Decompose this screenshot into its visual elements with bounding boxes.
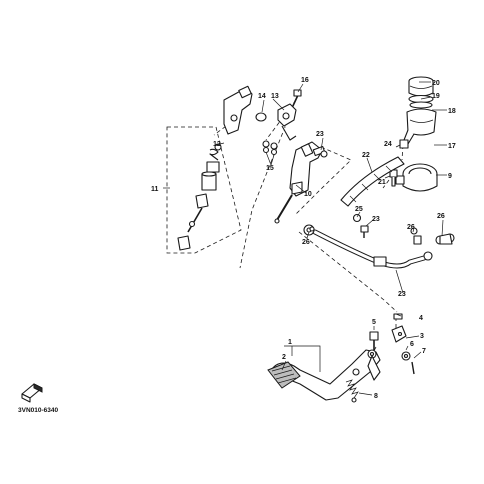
return-spring-8 xyxy=(345,368,360,403)
callout-15: 15 xyxy=(266,165,274,172)
reservoir-holder xyxy=(395,163,438,192)
upper-cylinder-body xyxy=(223,85,253,135)
bolt-25 xyxy=(360,225,369,238)
callout-26b: 26 xyxy=(302,239,310,246)
callout-8: 8 xyxy=(374,393,378,400)
callout-9: 9 xyxy=(448,173,452,180)
washer-6 xyxy=(401,351,411,361)
callout-3: 3 xyxy=(420,333,424,340)
callout-12: 12 xyxy=(213,141,221,148)
washers-26 xyxy=(309,213,418,235)
callout-16: 16 xyxy=(301,77,309,84)
cylinder-bracket-13 xyxy=(277,103,297,141)
pedal-rubber-2 xyxy=(267,361,301,389)
callout-20: 20 xyxy=(432,80,440,87)
group-box-11 xyxy=(166,126,242,254)
banjo-bolt-23a xyxy=(312,145,328,158)
callout-18: 18 xyxy=(448,108,456,115)
callout-19: 19 xyxy=(432,93,440,100)
reservoir-cap xyxy=(408,76,434,97)
callout-13: 13 xyxy=(271,93,279,100)
callout-10: 10 xyxy=(304,191,312,198)
diagram-code: 3VN010-6340 xyxy=(18,407,58,414)
pivot-shaft-5 xyxy=(369,331,379,350)
callout-25: 23 xyxy=(372,216,380,223)
callout-22: 22 xyxy=(362,152,370,159)
callout-6: 6 xyxy=(410,341,414,348)
brake-hose xyxy=(303,224,455,269)
callout-1: 1 xyxy=(288,339,292,346)
callout-5: 5 xyxy=(372,319,376,326)
callout-2: 2 xyxy=(282,354,286,361)
leader-lines xyxy=(163,81,447,396)
piston-kit xyxy=(177,143,222,251)
callout-23a: 23 xyxy=(316,131,324,138)
pedal-arm-link xyxy=(367,355,381,381)
callout-4: 4 xyxy=(419,315,423,322)
cotter-pin-7 xyxy=(411,361,415,375)
callout-24: 23 xyxy=(398,291,406,298)
o-ring-14 xyxy=(255,112,267,122)
callout-26d: 26 xyxy=(437,213,445,220)
callout-14: 14 xyxy=(258,93,266,100)
callout-11: 11 xyxy=(151,186,159,193)
pin-4 xyxy=(393,313,403,320)
reservoir-tank xyxy=(403,108,437,145)
callout-17: 17 xyxy=(448,143,456,150)
callout-26a: 25 xyxy=(355,206,363,213)
callout-21: 21 xyxy=(378,179,386,186)
clevis-3 xyxy=(391,325,407,343)
bolts-15-16 xyxy=(262,89,302,156)
master-cylinder xyxy=(274,141,323,224)
callout-23b: 24 xyxy=(384,141,392,148)
callout-26c: 26 xyxy=(407,224,415,231)
clip-23b xyxy=(399,139,409,149)
reference-arrow-icon xyxy=(21,383,43,403)
reservoir-hose xyxy=(340,156,405,207)
callout-7: 7 xyxy=(422,348,426,355)
